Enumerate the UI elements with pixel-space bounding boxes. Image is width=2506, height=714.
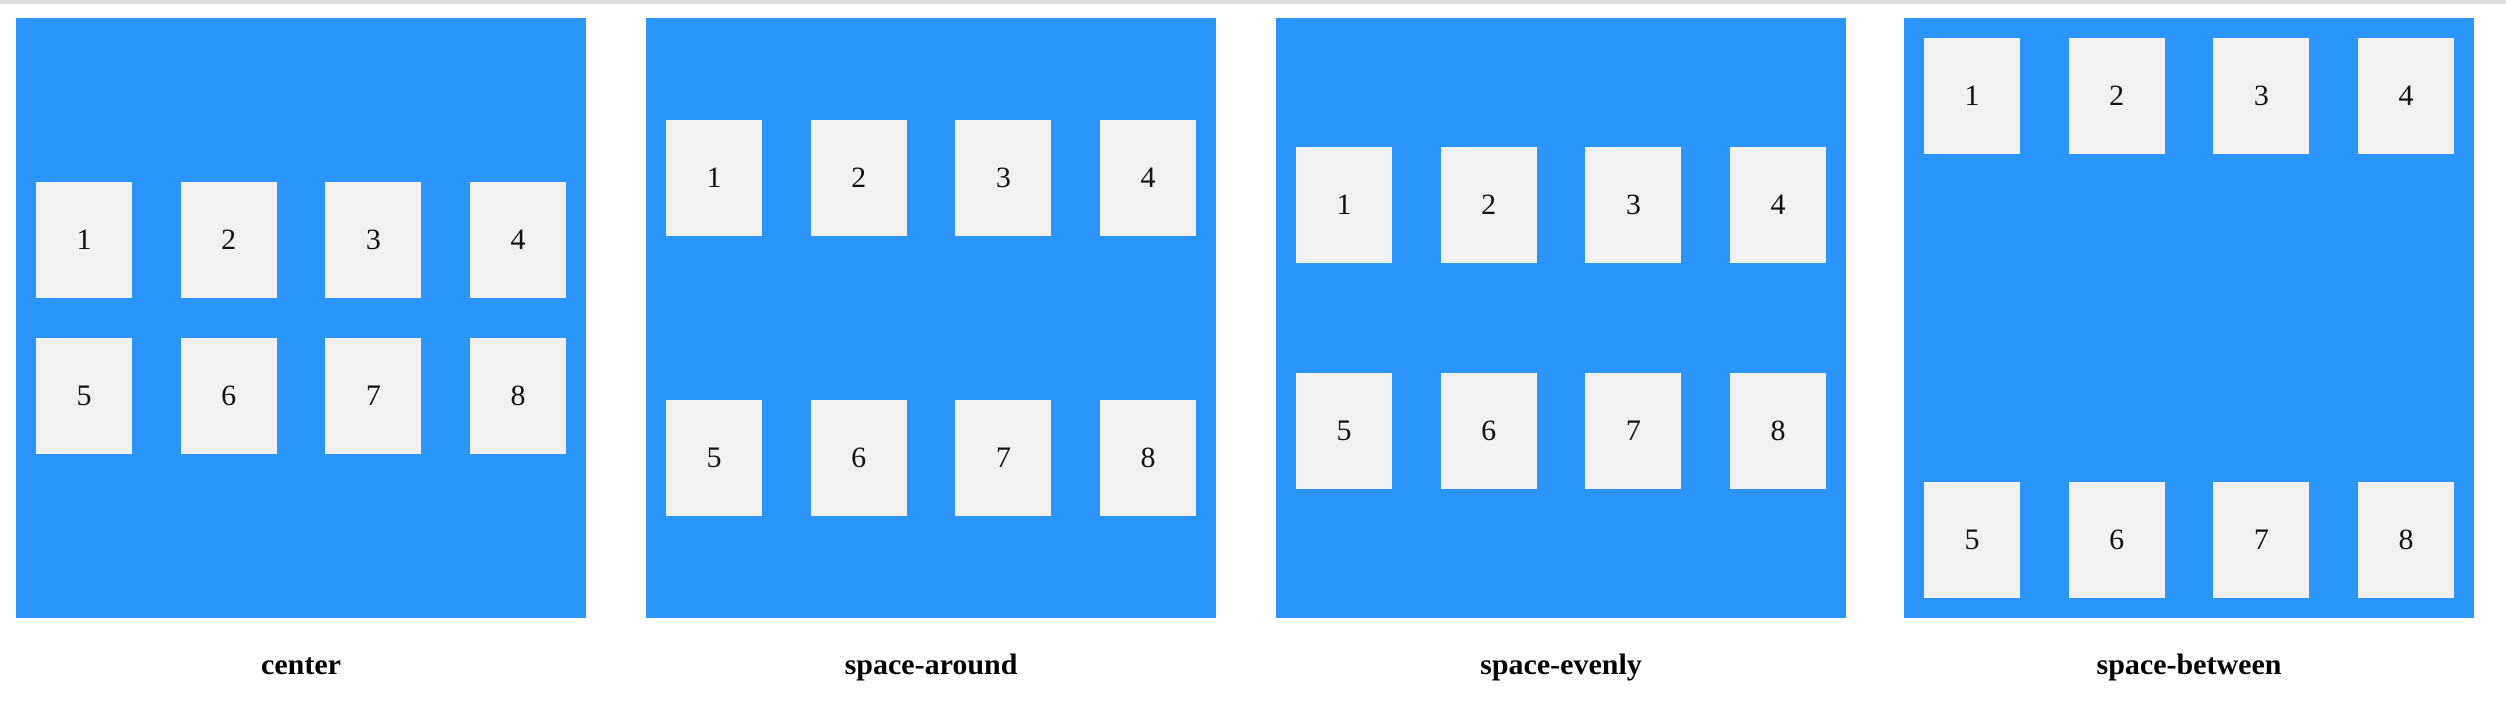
tile: 1 — [666, 120, 762, 236]
tile: 4 — [1099, 120, 1196, 236]
tile: 7 — [1585, 372, 1682, 489]
caption-space-between: space-between — [2096, 648, 2282, 681]
tile-row: 5 6 7 8 — [36, 338, 566, 454]
tile: 7 — [2213, 482, 2310, 598]
tile: 3 — [1585, 147, 1682, 264]
tile: 5 — [1296, 372, 1392, 489]
tile-row: 5 6 7 8 — [1296, 372, 1826, 489]
tile: 4 — [2357, 38, 2454, 154]
tile: 4 — [469, 182, 566, 298]
tile: 8 — [2357, 482, 2454, 598]
tile: 2 — [2068, 38, 2165, 154]
tile: 5 — [36, 338, 132, 454]
tile: 2 — [810, 120, 907, 236]
top-divider — [0, 0, 2506, 4]
tile: 8 — [1729, 372, 1826, 489]
tile-row: 1 2 3 4 — [1924, 38, 2454, 154]
tile: 8 — [469, 338, 566, 454]
tile: 2 — [1440, 147, 1537, 264]
tile: 1 — [1924, 38, 2020, 154]
tile: 6 — [180, 338, 277, 454]
tile: 7 — [325, 338, 422, 454]
tile: 8 — [1099, 400, 1196, 516]
tile: 4 — [1729, 147, 1826, 264]
panel-space-between: 1 2 3 4 5 6 7 8 — [1904, 18, 2474, 618]
caption-space-evenly: space-evenly — [1480, 648, 1642, 681]
tile-row: 5 6 7 8 — [666, 400, 1196, 516]
tile: 6 — [810, 400, 907, 516]
caption-space-around: space-around — [844, 648, 1018, 681]
tile: 3 — [955, 120, 1052, 236]
panel-center: 1 2 3 4 5 6 7 8 — [16, 18, 586, 618]
tile: 3 — [2213, 38, 2310, 154]
tile: 2 — [180, 182, 277, 298]
tile-row: 1 2 3 4 — [36, 182, 566, 298]
panel-space-around: 1 2 3 4 5 6 7 8 — [646, 18, 1216, 618]
tile: 5 — [1924, 482, 2020, 598]
tile: 5 — [666, 400, 762, 516]
tile: 6 — [2068, 482, 2165, 598]
tile: 1 — [1296, 147, 1392, 264]
tile-row: 1 2 3 4 — [1296, 147, 1826, 264]
tile-row: 5 6 7 8 — [1924, 482, 2454, 598]
tile: 7 — [955, 400, 1052, 516]
tile-row: 1 2 3 4 — [666, 120, 1196, 236]
caption-center: center — [261, 648, 341, 681]
tile: 6 — [1440, 372, 1537, 489]
panel-space-evenly: 1 2 3 4 5 6 7 8 — [1276, 18, 1846, 618]
tile: 1 — [36, 182, 132, 298]
tile: 3 — [325, 182, 422, 298]
